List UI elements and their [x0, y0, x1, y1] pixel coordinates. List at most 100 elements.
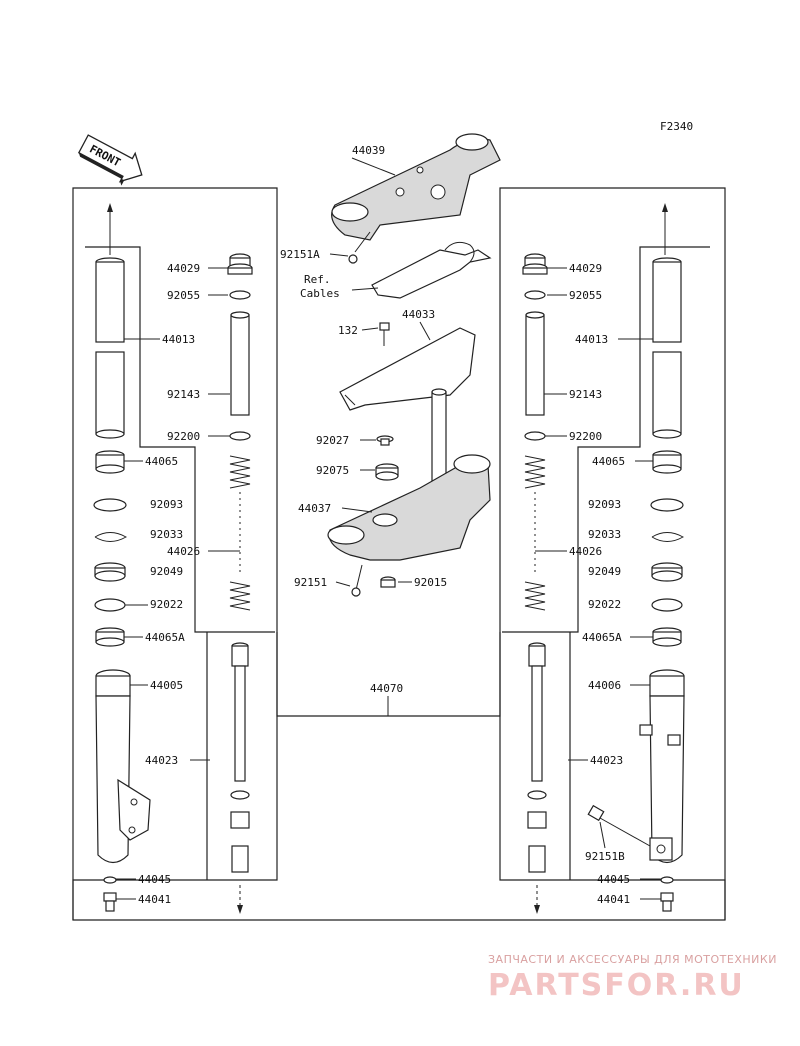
left-oring-92055: [229, 290, 251, 300]
left-assembly-frame: [72, 632, 726, 921]
right-label-44026: 44026: [569, 545, 602, 558]
left-outer-tube-44005: [95, 669, 151, 864]
left-cap-44029: [227, 253, 253, 275]
left-label-44013: 44013: [162, 333, 195, 346]
left-label-92055: 92055: [167, 289, 200, 302]
right-label-44013: 44013: [575, 333, 608, 346]
left-label-44041: 44041: [138, 893, 171, 906]
right-bushing-44065: [652, 450, 682, 474]
right-label-44065: 44065: [592, 455, 625, 468]
left-outer-frame: [72, 187, 278, 920]
watermark-tagline: ЗАПЧАСТИ И АКСЕССУАРЫ ДЛЯ МОТОТЕХНИКИ: [488, 953, 777, 966]
left-label-92143: 92143: [167, 388, 200, 401]
lower-bracket: [327, 454, 491, 561]
left-label-44005: 44005: [150, 679, 183, 692]
right-washer-92022: [651, 598, 683, 612]
left-label-92093: 92093: [150, 498, 183, 511]
bolt-92151: [351, 564, 363, 597]
left-bolt-44041: [103, 892, 117, 912]
left-spacer-92143: [230, 314, 250, 416]
right-label-44045: 44045: [597, 873, 630, 886]
left-washer-92200: [229, 431, 251, 441]
left-fork-parts: [93, 253, 253, 912]
label-44037: 44037: [298, 502, 331, 515]
left-label-44065: 44065: [145, 455, 178, 468]
cable-guide: [371, 241, 492, 299]
figure-code: F2340: [660, 120, 693, 133]
label-44070: 44070: [370, 682, 403, 695]
label-cables: Cables: [300, 287, 340, 300]
left-label-92033: 92033: [150, 528, 183, 541]
label-92151A: 92151A: [280, 248, 320, 261]
front-direction-arrow: FRONT: [77, 134, 143, 186]
upper-bracket: [331, 133, 501, 241]
left-washer-92022: [94, 598, 126, 612]
washer-92027: [376, 435, 394, 446]
right-washer-44045: [660, 876, 674, 884]
right-label-92049: 92049: [588, 565, 621, 578]
right-fork-parts: [522, 253, 685, 912]
watermark-logo: PARTSFOR.RU: [488, 968, 745, 1003]
right-clip-92033: [651, 532, 685, 542]
left-label-44023: 44023: [145, 754, 178, 767]
left-seal-92049: [94, 562, 126, 582]
bolt-92151A: [348, 231, 371, 264]
right-cap-44029: [522, 253, 548, 275]
right-label-44006: 44006: [588, 679, 621, 692]
left-label-44029: 44029: [167, 262, 200, 275]
right-label-92033: 92033: [588, 528, 621, 541]
left-bushing-44065: [95, 450, 125, 474]
right-label-92143: 92143: [569, 388, 602, 401]
left-spring-44026: [229, 455, 251, 611]
left-label-92049: 92049: [150, 565, 183, 578]
right-bolt-92151B: [587, 804, 651, 847]
left-arrow-down: [237, 885, 243, 914]
right-bushing-44065A: [652, 627, 682, 647]
right-label-92022: 92022: [588, 598, 621, 611]
label-92151: 92151: [294, 576, 327, 589]
spacer-92075: [375, 463, 399, 481]
right-label-44041: 44041: [597, 893, 630, 906]
left-inner-tube-44013: [95, 257, 125, 439]
label-44033: 44033: [402, 308, 435, 321]
label-132: 132: [338, 324, 358, 337]
right-inner-upper-frame: [502, 246, 710, 633]
steering-cover: [339, 327, 476, 411]
right-label-92055: 92055: [569, 289, 602, 302]
label-ref: Ref.: [304, 273, 331, 286]
right-oring-92055: [524, 290, 546, 300]
right-label-44023: 44023: [590, 754, 623, 767]
right-spacer-92143: [525, 314, 545, 416]
right-label-92151B: 92151B: [585, 850, 625, 863]
right-washer-92200: [524, 431, 546, 441]
left-washer-44045: [103, 876, 117, 884]
left-clip-92033: [94, 532, 128, 542]
left-label-92022: 92022: [150, 598, 183, 611]
right-label-92093: 92093: [588, 498, 621, 511]
label-44039: 44039: [352, 144, 385, 157]
right-spring-44026: [524, 455, 546, 611]
right-label-44029: 44029: [569, 262, 602, 275]
right-outer-frame: [499, 187, 726, 920]
right-bolt-44041: [660, 892, 674, 912]
label-92075: 92075: [316, 464, 349, 477]
right-seal-92049: [651, 562, 683, 582]
right-arrow-down: [534, 885, 540, 914]
right-seal-92093: [650, 498, 684, 512]
label-92027: 92027: [316, 434, 349, 447]
left-label-44026: 44026: [167, 545, 200, 558]
left-bushing-44065A: [95, 627, 125, 647]
right-label-92200: 92200: [569, 430, 602, 443]
right-inner-tube-44013: [652, 257, 682, 439]
left-label-44065A: 44065A: [145, 631, 185, 644]
bolt-132: [379, 322, 390, 346]
left-label-92200: 92200: [167, 430, 200, 443]
right-arrow-up: [662, 203, 668, 255]
left-inner-upper-frame: [85, 246, 275, 633]
left-label-44045: 44045: [138, 873, 171, 886]
right-label-44065A: 44065A: [582, 631, 622, 644]
left-seal-92093: [93, 498, 127, 512]
left-arrow-up: [107, 203, 113, 255]
right-outer-tube-44006: [639, 669, 685, 864]
